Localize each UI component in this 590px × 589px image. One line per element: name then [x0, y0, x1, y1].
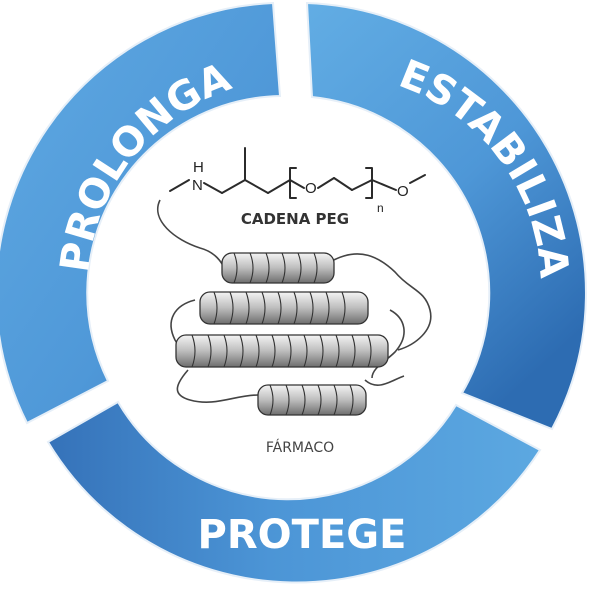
peg-chain-label: CADENA PEG [241, 210, 349, 228]
atom-h: H [193, 159, 204, 176]
helix-2 [199, 291, 369, 325]
protein-illustration [157, 199, 432, 416]
label-protege: PROTEGE [198, 512, 407, 558]
segment-prolonga [0, 1, 282, 425]
atom-o-chain: O [305, 180, 317, 197]
segment-protege [46, 400, 542, 584]
helix-3 [175, 334, 389, 368]
subscript-n: n [377, 201, 384, 215]
drug-label: FÁRMACO [266, 439, 334, 456]
helix-4 [257, 384, 367, 416]
segment-estabiliza [305, 1, 587, 431]
atom-o-terminal: O [397, 183, 409, 200]
helix-1 [221, 252, 335, 284]
atom-n: N [192, 177, 203, 194]
peg-chain-structure [169, 147, 426, 199]
